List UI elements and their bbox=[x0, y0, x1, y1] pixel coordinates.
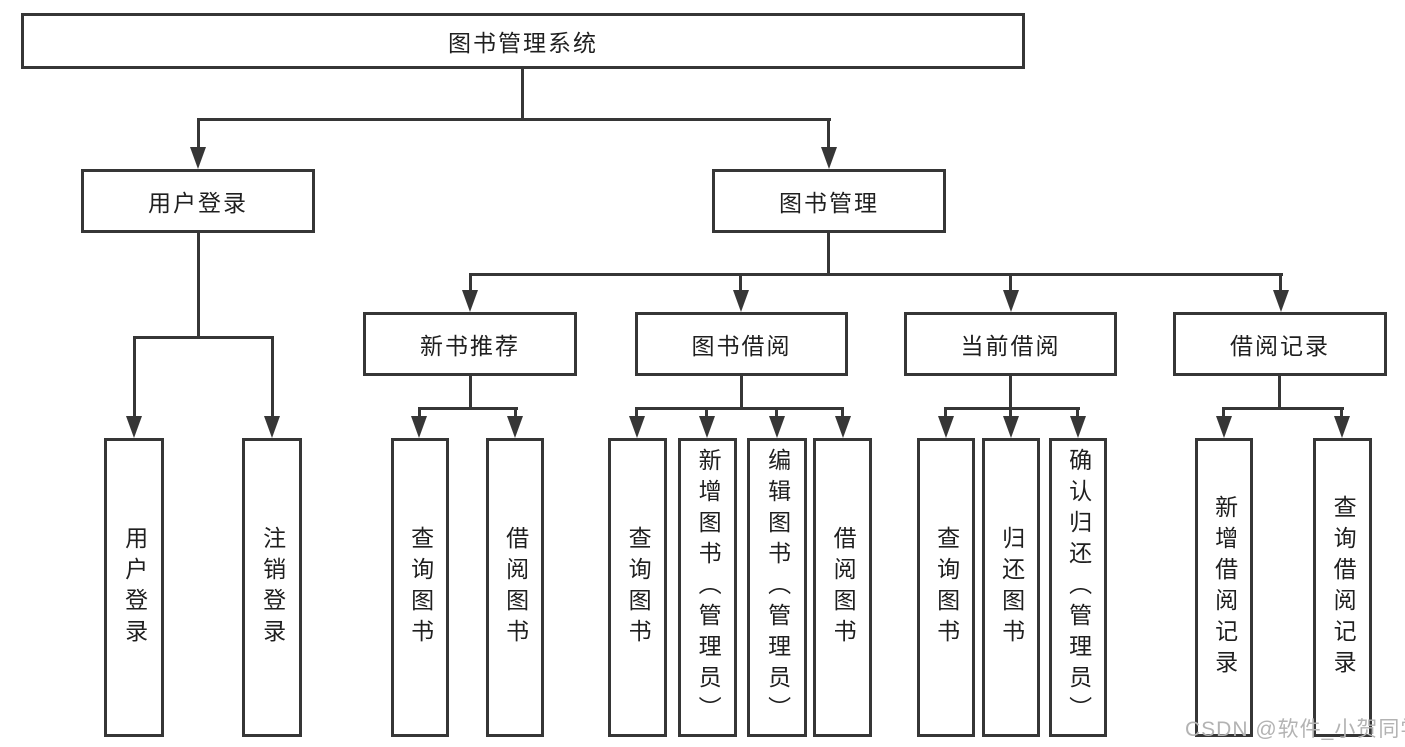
arrow-down-icon bbox=[821, 147, 837, 169]
arrow-down-icon bbox=[462, 290, 478, 312]
connector-vline bbox=[271, 336, 274, 418]
node-label: 借阅记录 bbox=[1230, 333, 1330, 359]
node-label: 新增借阅记录 bbox=[1211, 494, 1238, 681]
arrow-down-icon bbox=[1273, 290, 1289, 312]
connector-vline bbox=[1076, 407, 1079, 419]
connector-vline bbox=[521, 69, 524, 121]
arrow-down-icon bbox=[835, 416, 851, 438]
connector-vline bbox=[133, 336, 136, 418]
node-label: 当前借阅 bbox=[960, 333, 1061, 359]
connector-vline bbox=[740, 376, 743, 410]
node-label: 图书管理 bbox=[779, 190, 879, 216]
connector-vline bbox=[944, 407, 947, 419]
arrow-down-icon bbox=[1216, 416, 1232, 438]
node-label: 确认归还（管理员） bbox=[1065, 448, 1092, 727]
connector-vline bbox=[514, 407, 517, 419]
connector-vline bbox=[469, 273, 472, 293]
node-label: 编辑图书（管理员） bbox=[764, 448, 791, 727]
leaf-borrow-books-recommend: 借阅图书 bbox=[486, 438, 544, 737]
arrow-down-icon bbox=[733, 290, 749, 312]
connector-vline bbox=[1278, 376, 1281, 410]
leaf-add-borrow-record: 新增借阅记录 bbox=[1195, 438, 1253, 737]
connector-vline bbox=[1279, 273, 1282, 293]
arrow-down-icon bbox=[699, 416, 715, 438]
arrow-down-icon bbox=[411, 416, 427, 438]
connector-hline bbox=[418, 407, 518, 410]
node-book-management: 图书管理 bbox=[712, 169, 946, 233]
node-label: 图书管理系统 bbox=[448, 30, 598, 56]
connector-hline bbox=[1222, 407, 1344, 410]
node-label: 借阅图书 bbox=[830, 525, 857, 650]
node-current-borrowing: 当前借阅 bbox=[904, 312, 1117, 376]
leaf-query-books-borrowing: 查询图书 bbox=[608, 438, 667, 737]
connector-vline bbox=[705, 407, 708, 419]
connector-vline bbox=[775, 407, 778, 419]
leaf-borrow-books: 借阅图书 bbox=[813, 438, 872, 737]
node-label: 图书借阅 bbox=[691, 333, 792, 359]
arrow-down-icon bbox=[1070, 416, 1086, 438]
node-label: 新书推荐 bbox=[420, 333, 520, 359]
node-label: 查询借阅记录 bbox=[1330, 494, 1357, 681]
node-label: 用户登录 bbox=[148, 190, 248, 216]
connector-hline bbox=[635, 407, 844, 410]
node-label: 查询图书 bbox=[407, 525, 434, 650]
leaf-confirm-return-admin: 确认归还（管理员） bbox=[1049, 438, 1107, 737]
connector-hline bbox=[469, 273, 1283, 276]
connector-vline bbox=[635, 407, 638, 419]
arrow-down-icon bbox=[1334, 416, 1350, 438]
leaf-return-books: 归还图书 bbox=[982, 438, 1040, 737]
connector-vline bbox=[841, 407, 844, 419]
connector-vline bbox=[197, 118, 200, 149]
arrow-down-icon bbox=[769, 416, 785, 438]
connector-vline bbox=[827, 118, 830, 149]
arrow-down-icon bbox=[264, 416, 280, 438]
connector-vline bbox=[1009, 407, 1012, 419]
arrow-down-icon bbox=[126, 416, 142, 438]
arrow-down-icon bbox=[1003, 290, 1019, 312]
node-borrow-records: 借阅记录 bbox=[1173, 312, 1387, 376]
node-new-book-recommend: 新书推荐 bbox=[363, 312, 577, 376]
connector-hline bbox=[197, 118, 831, 121]
connector-vline bbox=[827, 233, 830, 276]
connector-vline bbox=[1340, 407, 1343, 419]
node-label: 查询图书 bbox=[625, 525, 652, 650]
node-label: 用户登录 bbox=[121, 525, 148, 650]
leaf-query-books-current: 查询图书 bbox=[917, 438, 975, 737]
node-library-management-system: 图书管理系统 bbox=[21, 13, 1025, 69]
arrow-down-icon bbox=[938, 416, 954, 438]
node-label: 查询图书 bbox=[933, 525, 960, 650]
csdn-watermark: CSDN @软件_小贺同学 bbox=[1185, 718, 1405, 741]
leaf-query-books-recommend: 查询图书 bbox=[391, 438, 449, 737]
arrow-down-icon bbox=[507, 416, 523, 438]
connector-vline bbox=[1009, 376, 1012, 410]
connector-vline bbox=[469, 376, 472, 410]
leaf-user-login: 用户登录 bbox=[104, 438, 164, 737]
connector-vline bbox=[197, 233, 200, 339]
connector-hline bbox=[944, 407, 1080, 410]
connector-vline bbox=[739, 273, 742, 293]
node-book-borrowing: 图书借阅 bbox=[635, 312, 848, 376]
node-label: 新增图书（管理员） bbox=[695, 448, 722, 727]
leaf-edit-books-admin: 编辑图书（管理员） bbox=[747, 438, 807, 737]
leaf-add-books-admin: 新增图书（管理员） bbox=[678, 438, 737, 737]
node-label: 注销登录 bbox=[259, 525, 286, 650]
node-label: 归还图书 bbox=[998, 525, 1025, 650]
node-user-login: 用户登录 bbox=[81, 169, 315, 233]
arrow-down-icon bbox=[190, 147, 206, 169]
node-label: 借阅图书 bbox=[502, 525, 529, 650]
connector-vline bbox=[1222, 407, 1225, 419]
arrow-down-icon bbox=[1003, 416, 1019, 438]
arrow-down-icon bbox=[629, 416, 645, 438]
leaf-logout: 注销登录 bbox=[242, 438, 302, 737]
connector-hline bbox=[133, 336, 274, 339]
connector-vline bbox=[418, 407, 421, 419]
connector-vline bbox=[1009, 273, 1012, 293]
leaf-query-borrow-record: 查询借阅记录 bbox=[1313, 438, 1372, 737]
